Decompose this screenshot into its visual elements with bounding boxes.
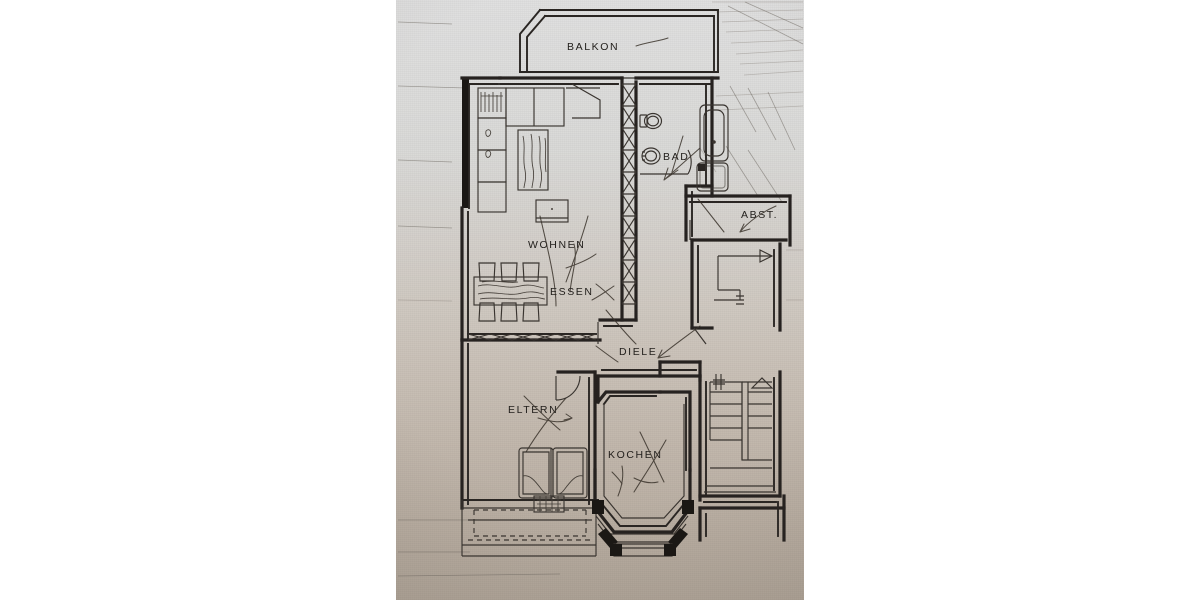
- room-label-bad: BAD: [663, 151, 689, 163]
- hand-mark-kochen: [611, 431, 667, 497]
- fixtures-wohnen: [477, 83, 601, 223]
- door-swings: [555, 220, 707, 401]
- fixtures-bad: [639, 104, 729, 192]
- hand-mark-essen: [591, 283, 637, 345]
- room-label-essen: ESSEN: [550, 286, 594, 298]
- room-label-diele: DIELE: [619, 346, 657, 358]
- wall-hatching-diele: [467, 333, 597, 341]
- room-balkon: [519, 8, 719, 79]
- bath-tub-icon: [699, 104, 729, 162]
- tv-cabinet-icon: [535, 199, 569, 223]
- rug-icon: [517, 129, 549, 191]
- wash-basin-icon: [641, 147, 661, 165]
- fixtures-kochen: [592, 390, 694, 557]
- chimney-hatching: [621, 83, 637, 305]
- hand-mark-eltern: [523, 395, 573, 453]
- terrace-icon: [461, 495, 599, 557]
- shelf-unit-icon: [477, 87, 507, 213]
- abst-interior: [714, 249, 774, 305]
- toilet-icon: [639, 112, 663, 130]
- hand-mark-abst: [697, 198, 777, 233]
- room-label-wohnen: WOHNEN: [528, 239, 585, 251]
- fixtures-eltern: [461, 447, 599, 557]
- room-label-kochen: KOCHEN: [608, 449, 663, 461]
- dining-table-icon: [473, 276, 548, 306]
- hand-mark-bad: [663, 135, 701, 181]
- shower-tray-icon: [696, 162, 729, 192]
- room-label-eltern: ELTERN: [508, 404, 558, 416]
- staircase-icon: [704, 374, 776, 493]
- fixtures-essen: [473, 262, 548, 322]
- hand-mark-diele: [595, 325, 701, 363]
- twin-beds-icon: [518, 447, 588, 500]
- hand-mark-wohnen: [539, 215, 597, 307]
- structural-walls: [460, 76, 792, 542]
- bay-window-icon: [592, 500, 694, 557]
- floor-plan-drawing: .w {stroke:#262220;stroke-width:3.2;fill…: [397, 1, 804, 577]
- background-context-lines: [397, 1, 804, 577]
- room-label-balkon: BALKON: [567, 41, 619, 53]
- scanned-floorplan-photo: .w {stroke:#262220;stroke-width:3.2;fill…: [396, 0, 804, 600]
- sofa-icon: [505, 87, 565, 127]
- dining-chairs-icon: [478, 262, 540, 322]
